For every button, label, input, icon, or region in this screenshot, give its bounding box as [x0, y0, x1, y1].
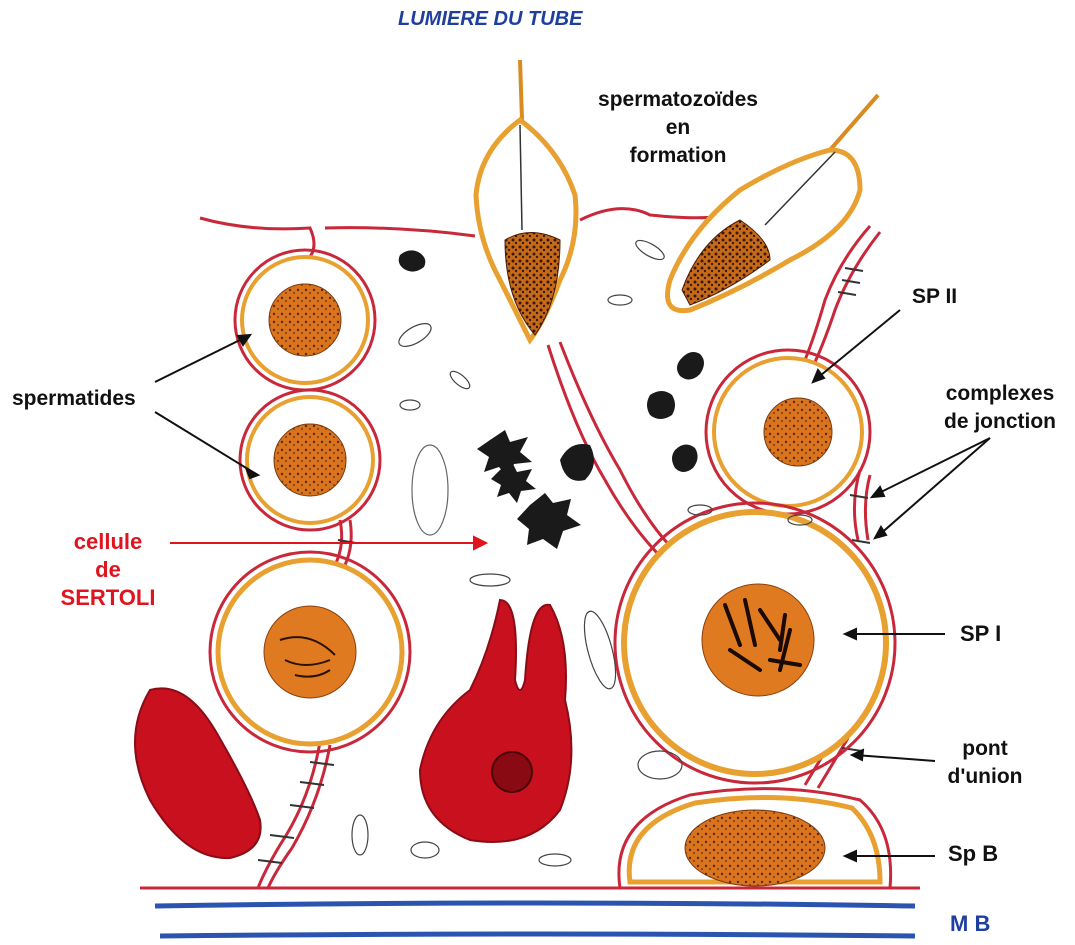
sertoli-nucleus-cell: [420, 600, 571, 842]
basal-membrane: [155, 903, 915, 936]
spermatide-cell-lower: [240, 390, 380, 530]
pont-line-1: pont: [935, 735, 1035, 763]
spermatozoides-label: spermatozoïdes en formation: [563, 86, 793, 170]
sertoli-line-2: de: [28, 556, 188, 584]
spermatide-cell-upper: [235, 250, 375, 390]
junction-complex-label: complexes de jonction: [925, 380, 1075, 436]
tube-lumen-title: LUMIERE DU TUBE: [398, 5, 582, 33]
forming-spermatozoon-center: [476, 60, 576, 340]
junction-line-1: complexes: [925, 380, 1075, 408]
spermatocyte-primary: [615, 503, 895, 783]
spermatozoides-line-3: formation: [563, 142, 793, 170]
spermatozoides-line-2: en: [563, 114, 793, 142]
spermatocyte-secondary: [706, 350, 870, 514]
sertoli-line-1: cellule: [28, 528, 188, 556]
spermatozoides-line-1: spermatozoïdes: [563, 86, 793, 114]
sertoli-arrow: [170, 537, 486, 549]
spermatogonia-b: [619, 789, 891, 888]
mb-label: M B: [950, 910, 990, 938]
junction-line-2: de jonction: [925, 408, 1075, 436]
pont-union-label: pont d'union: [935, 735, 1035, 791]
spb-label: Sp B: [948, 840, 998, 868]
sp2-label: SP II: [912, 283, 957, 311]
sertoli-line-3: SERTOLI: [28, 584, 188, 612]
pont-line-2: d'union: [935, 763, 1035, 791]
spermatocyte-left: [210, 552, 410, 752]
sp1-label: SP I: [960, 620, 1001, 648]
sertoli-label: cellule de SERTOLI: [28, 528, 188, 612]
spermatides-label: spermatides: [12, 385, 136, 413]
